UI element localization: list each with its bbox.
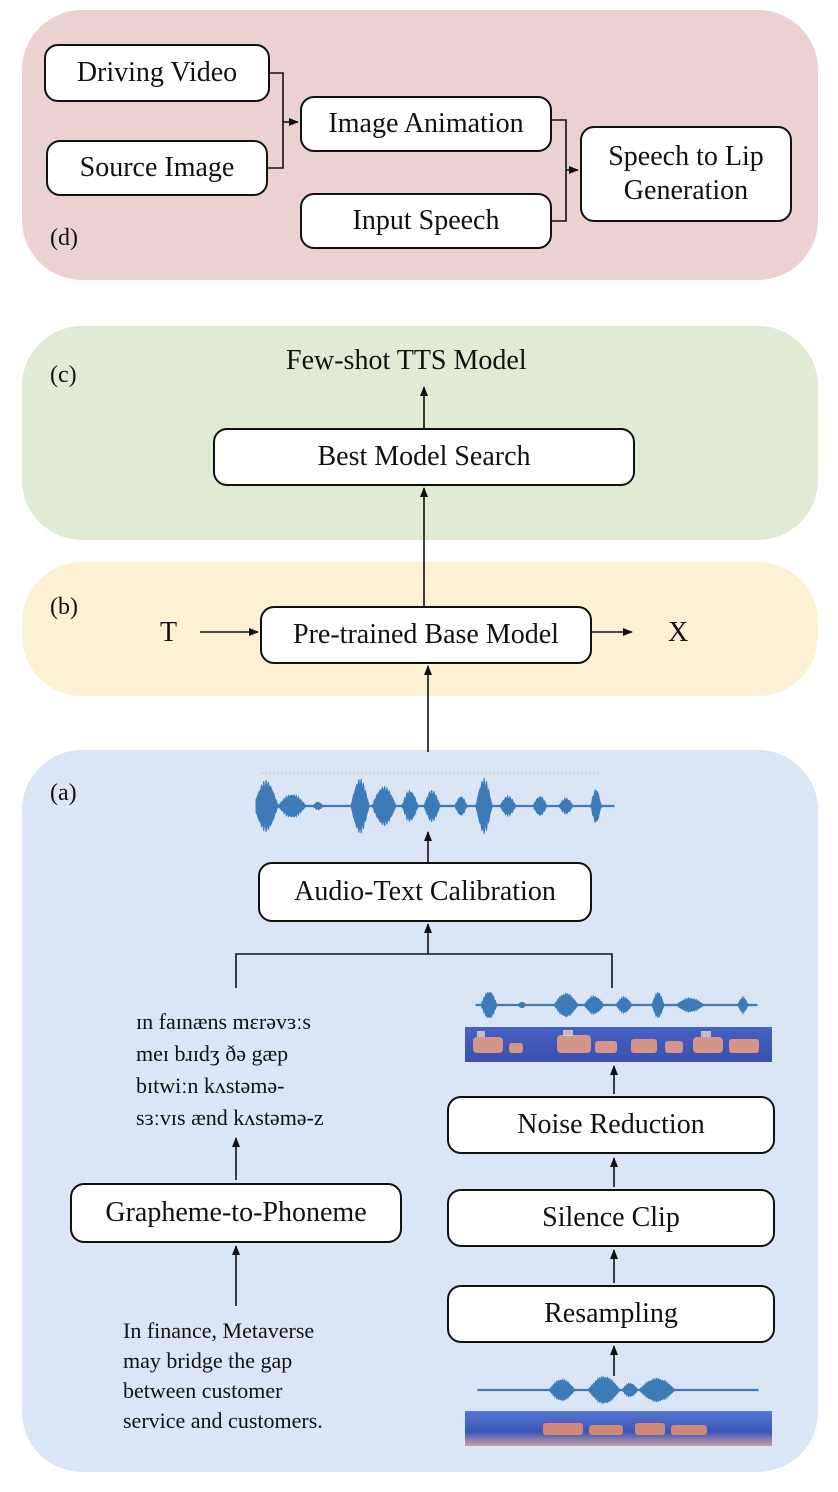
driving-video-box: Driving Video (44, 44, 270, 102)
phoneme-line: sɜːvɪs ænd kʌstəmə-z (136, 1105, 324, 1130)
audio-text-calibration-box: Audio-Text Calibration (258, 862, 592, 922)
clean-spectrogram-pattern (473, 1030, 759, 1053)
phoneme-line: meɪ bɹɪdʒ ðə gæp (136, 1041, 289, 1066)
noise-reduction-box: Noise Reduction (447, 1096, 775, 1154)
panel-b-label: (b) (50, 594, 78, 620)
merge-bracket-video-image (268, 72, 284, 169)
silence-clip-box: Silence Clip (447, 1189, 775, 1247)
source-image-box: Source Image (46, 140, 268, 196)
panel-d-label: (d) (50, 225, 78, 251)
calibrated-waveform (255, 778, 615, 834)
image-animation-box: Image Animation (300, 96, 552, 152)
phoneme-line: ɪn faɪnæns mɛrəvɜːs (136, 1009, 311, 1034)
panel-c-label: (c) (50, 362, 77, 388)
grapheme-to-phoneme-box: Grapheme-to-Phoneme (70, 1183, 402, 1243)
best-model-search-box: Best Model Search (213, 428, 635, 486)
output-x-label: X (668, 617, 689, 648)
input-text-line: between customer (123, 1378, 283, 1403)
clean-waveform (475, 991, 758, 1019)
merge-bracket-animation-speech (552, 119, 567, 222)
pretrained-base-model-box: Pre-trained Base Model (260, 606, 592, 664)
clean-spectrogram (465, 1027, 772, 1062)
raw-spectrogram (465, 1411, 772, 1446)
input-text-line: service and customers. (123, 1408, 323, 1433)
connector-lines (200, 72, 633, 1376)
speech-to-lip-box: Speech to Lip Generation (580, 126, 792, 222)
merge-bracket-phoneme-audio (235, 953, 613, 988)
input-t-label: T (160, 617, 178, 648)
raw-waveform (477, 1375, 759, 1405)
phoneme-line: bɪtwiːn kʌstəmə- (136, 1073, 285, 1098)
panel-a-label: (a) (50, 780, 77, 806)
input-text-line: may bridge the gap (123, 1348, 293, 1373)
few-shot-tts-label: Few-shot TTS Model (286, 345, 527, 376)
input-text-line: In finance, Metaverse (123, 1318, 315, 1343)
raw-spectrogram-pattern (543, 1423, 707, 1435)
resampling-box: Resampling (447, 1285, 775, 1343)
input-speech-box: Input Speech (300, 193, 552, 249)
